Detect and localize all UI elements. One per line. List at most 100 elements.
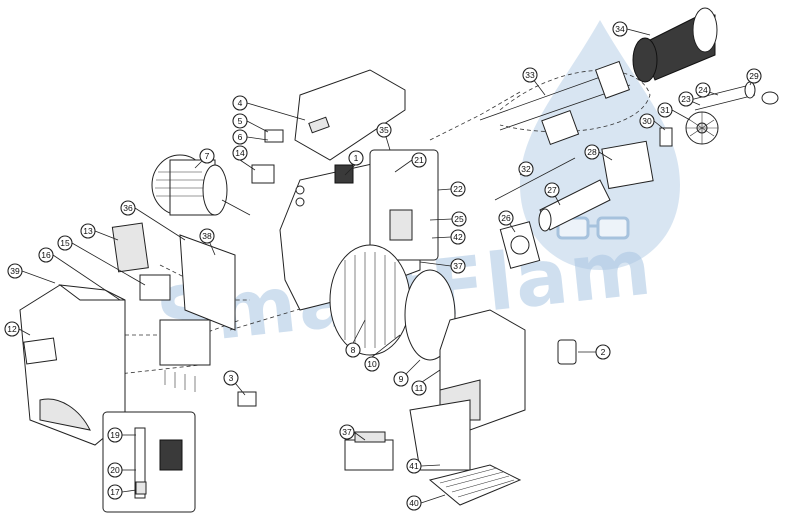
part-small-items bbox=[237, 129, 577, 407]
svg-text:8: 8 bbox=[351, 345, 356, 355]
callout-8: 8 bbox=[345, 342, 361, 358]
callout-2: 2 bbox=[595, 344, 611, 360]
svg-text:42: 42 bbox=[453, 232, 463, 242]
part-gasket-tube bbox=[494, 157, 611, 232]
callout-9: 9 bbox=[393, 371, 409, 387]
svg-text:31: 31 bbox=[660, 105, 670, 115]
part-diffuser bbox=[685, 111, 719, 145]
svg-text:9: 9 bbox=[399, 374, 404, 384]
part-fan-wheel bbox=[329, 244, 456, 361]
svg-text:23: 23 bbox=[681, 94, 691, 104]
callout-34: 34 bbox=[612, 21, 628, 37]
callout-38: 38 bbox=[199, 228, 215, 244]
callout-14: 14 bbox=[232, 145, 248, 161]
callout-42: 42 bbox=[450, 229, 466, 245]
svg-text:41: 41 bbox=[409, 461, 419, 471]
svg-text:10: 10 bbox=[367, 359, 377, 369]
callout-21: 21 bbox=[411, 152, 427, 168]
callout-16: 16 bbox=[38, 247, 54, 263]
part-top-plate bbox=[294, 69, 406, 161]
callout-24: 24 bbox=[695, 82, 711, 98]
svg-text:28: 28 bbox=[587, 147, 597, 157]
callout-17: 17 bbox=[107, 484, 123, 500]
callout-13: 13 bbox=[80, 223, 96, 239]
svg-text:14: 14 bbox=[235, 148, 245, 158]
svg-text:27: 27 bbox=[547, 185, 557, 195]
callout-31: 31 bbox=[657, 102, 673, 118]
svg-text:32: 32 bbox=[521, 164, 531, 174]
svg-text:35: 35 bbox=[379, 125, 389, 135]
callout-10: 10 bbox=[364, 356, 380, 372]
callout-3: 3 bbox=[223, 370, 239, 386]
callout-41: 41 bbox=[406, 458, 422, 474]
svg-text:13: 13 bbox=[83, 226, 93, 236]
svg-text:39: 39 bbox=[10, 266, 20, 276]
callout-15: 15 bbox=[57, 235, 73, 251]
callout-27: 27 bbox=[544, 182, 560, 198]
svg-text:5: 5 bbox=[238, 116, 243, 126]
svg-text:7: 7 bbox=[205, 151, 210, 161]
callout-7: 7 bbox=[199, 148, 215, 164]
part-cover-side bbox=[58, 284, 126, 301]
svg-text:36: 36 bbox=[123, 203, 133, 213]
part-flange-plate bbox=[499, 221, 541, 269]
svg-text:20: 20 bbox=[110, 465, 120, 475]
part-grille bbox=[428, 464, 522, 506]
svg-text:40: 40 bbox=[409, 498, 419, 508]
callout-33: 33 bbox=[522, 67, 538, 83]
svg-text:15: 15 bbox=[60, 238, 70, 248]
svg-text:2: 2 bbox=[601, 347, 606, 357]
svg-text:34: 34 bbox=[615, 24, 625, 34]
part-flange bbox=[601, 127, 673, 190]
callout-37-lower: 37 bbox=[339, 424, 355, 440]
svg-text:24: 24 bbox=[698, 85, 708, 95]
callout-40: 40 bbox=[406, 495, 422, 511]
callout-26: 26 bbox=[498, 210, 514, 226]
svg-text:29: 29 bbox=[749, 71, 759, 81]
callout-32: 32 bbox=[518, 161, 534, 177]
callout-19: 19 bbox=[107, 427, 123, 443]
callout-6: 6 bbox=[232, 129, 248, 145]
part-back-plate bbox=[409, 399, 471, 471]
svg-text:30: 30 bbox=[642, 116, 652, 126]
svg-text:1: 1 bbox=[354, 153, 359, 163]
watermark-glasses bbox=[556, 216, 630, 240]
svg-text:16: 16 bbox=[41, 250, 51, 260]
svg-text:19: 19 bbox=[110, 430, 120, 440]
callout-36: 36 bbox=[120, 200, 136, 216]
part-control-box bbox=[111, 222, 236, 392]
svg-text:6: 6 bbox=[238, 132, 243, 142]
svg-text:21: 21 bbox=[414, 155, 424, 165]
callout-29: 29 bbox=[746, 68, 762, 84]
inset-panel bbox=[102, 411, 196, 513]
callout-1: 1 bbox=[348, 150, 364, 166]
svg-text:33: 33 bbox=[525, 70, 535, 80]
callout-5: 5 bbox=[232, 113, 248, 129]
svg-text:11: 11 bbox=[415, 383, 424, 393]
callouts: 1 2 3 4 5 6 7 8 9 10 11 12 13 14 15 16 1 bbox=[4, 21, 762, 511]
svg-text:22: 22 bbox=[453, 184, 463, 194]
callout-25: 25 bbox=[451, 211, 467, 227]
callout-23: 23 bbox=[678, 91, 694, 107]
part-nozzle-assembly bbox=[479, 60, 631, 145]
svg-text:17: 17 bbox=[110, 487, 120, 497]
part-electrodes bbox=[689, 81, 779, 111]
svg-text:4: 4 bbox=[238, 98, 243, 108]
svg-text:26: 26 bbox=[501, 213, 511, 223]
callout-22: 22 bbox=[450, 181, 466, 197]
svg-text:12: 12 bbox=[7, 324, 17, 334]
callout-4: 4 bbox=[232, 95, 248, 111]
svg-text:38: 38 bbox=[202, 231, 212, 241]
callout-35: 35 bbox=[376, 122, 392, 138]
part-coil bbox=[344, 431, 394, 471]
callout-37-upper: 37 bbox=[450, 258, 466, 274]
part-motor bbox=[151, 154, 251, 216]
svg-text:3: 3 bbox=[229, 373, 234, 383]
svg-text:25: 25 bbox=[454, 214, 464, 224]
callout-39: 39 bbox=[7, 263, 23, 279]
callout-20: 20 bbox=[107, 462, 123, 478]
callout-28: 28 bbox=[584, 144, 600, 160]
callout-30: 30 bbox=[639, 113, 655, 129]
callout-12: 12 bbox=[4, 321, 20, 337]
